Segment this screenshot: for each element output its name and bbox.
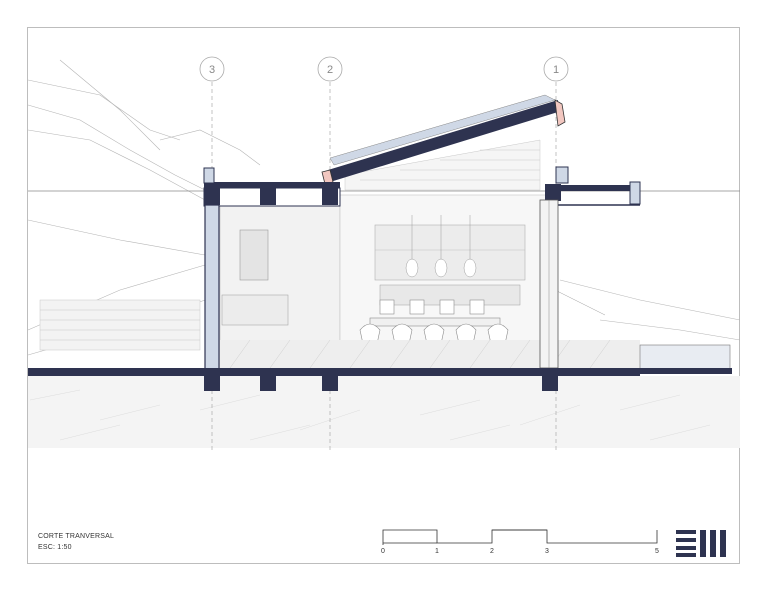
grid-axis-bubble-3: 3 [199,56,225,82]
grid-axis-label-1: 1 [553,64,559,76]
drawing-scale: ESC: 1:50 [38,544,72,551]
drawing-title: CORTE TRANVERSAL [38,533,115,540]
dining-set [359,299,509,345]
scale-tick-1: 1 [435,548,439,555]
terrace-right [554,289,731,371]
scale-tick-2: 2 [490,548,494,555]
roof-slab [321,94,566,185]
scale-tick-0: 0 [381,548,385,555]
pendant-lamps [405,215,477,278]
cantilever-right [550,166,641,206]
beam-sections-top [204,184,561,205]
grid-axis-label-3: 3 [209,64,215,76]
scale-bar [382,529,658,545]
terrain-context [27,59,741,401]
beam-sections-bottom [204,376,558,391]
ground-hatch [28,376,740,448]
scale-tick-3: 3 [545,548,549,555]
scale-tick-5: 5 [655,548,659,555]
grid-axis-label-2: 2 [327,64,333,76]
glass-facade-right [539,199,559,369]
wall-column-left [204,204,220,371]
brick-gable-wall [344,139,541,191]
grid-axis-bubble-1: 1 [543,56,569,82]
brick-wall-left [39,299,201,351]
title-block: CORTE TRANVERSAL ESC: 1:50 [38,531,114,553]
floor-slab [28,368,732,376]
floor-deck [220,339,640,369]
studio-logo-icon [676,530,726,557]
grid-axis-bubble-2: 2 [317,56,343,82]
